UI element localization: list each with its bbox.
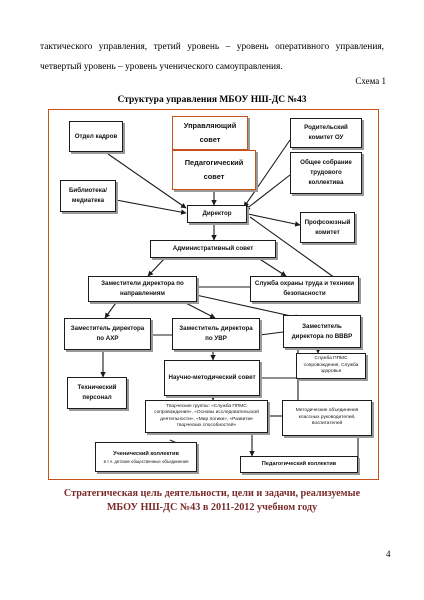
technical-staff-label: Технический персонал <box>77 384 117 401</box>
methodical-council-label: Научно-методический совет <box>168 374 256 382</box>
parents-committee-label: Родительский комитет ОУ <box>304 124 348 141</box>
node-methodical-council: Научно-методический совет <box>164 360 260 396</box>
admin-council-label: Административный совет <box>172 245 254 253</box>
intro-paragraph: тактического управления, третий уровень … <box>40 37 384 77</box>
node-managing-council: Управляющий совет <box>172 116 248 150</box>
library-label: Библиотека/ медиатека <box>68 187 107 204</box>
node-parents-committee: Родительский комитет ОУ <box>290 118 362 148</box>
node-deputy-directors: Заместители директора по направлениям <box>88 276 197 302</box>
line-admin-safety <box>257 257 287 277</box>
node-ppms-service: Служба ППМС сопровождения, Служба здоров… <box>296 353 366 379</box>
node-teachers-council: Педагогический совет <box>172 150 256 190</box>
node-personnel-dept: Отдел кадров <box>69 121 123 152</box>
node-labor-safety: Служба охраны труда и техники безопаснос… <box>250 276 359 302</box>
line-director-safety <box>249 216 343 284</box>
deputy-directors-label: Заместители директора по направлениям <box>101 280 184 297</box>
creative-groups-label: Творческие группы: «Служба ППМС сопровож… <box>154 403 259 428</box>
line-deputies-ahr <box>104 299 119 319</box>
labor-safety-label: Служба охраны труда и техники безопаснос… <box>254 280 355 297</box>
scheme-label: Схема 1 <box>355 76 386 86</box>
teachers-council-label: Педагогический совет <box>184 157 244 181</box>
deputy-ahr-label: Заместитель директора по АХР <box>70 325 145 342</box>
student-collective-note: в т.ч. детские общественные объединения <box>103 458 189 464</box>
node-general-meeting: Общее собрание трудового коллектива <box>290 152 362 194</box>
trade-union-label: Профсоюзный комитет <box>304 218 351 236</box>
line-admin-deputies <box>147 257 166 277</box>
paragraph-line-2: четвертый уровень – уровень ученического… <box>40 62 283 72</box>
line-deputies-vvvr <box>195 294 301 320</box>
line-director-union <box>247 213 301 227</box>
teaching-collective-label: Педагогический коллектив <box>261 461 337 468</box>
deputy-vvvr-label: Заместитель директора по ВВВР <box>291 322 353 340</box>
student-collective-label: Ученический коллектив <box>113 450 179 457</box>
footer-title-line-2: МБОУ НШ-ДС №43 в 2011-2012 учебном году <box>106 502 318 513</box>
node-deputy-ahr: Заместитель директора по АХР <box>64 318 151 350</box>
node-student-collective: Ученический коллектив в т.ч. детские общ… <box>95 442 197 472</box>
node-technical-staff: Технический персонал <box>67 377 127 409</box>
node-director: Директор <box>187 205 247 223</box>
director-label: Директор <box>202 210 232 218</box>
node-methodical-associations: Методические объединения классных руково… <box>282 400 372 436</box>
general-meeting-label: Общее собрание трудового коллектива <box>300 159 352 186</box>
node-deputy-vvvr: Заместитель директора по ВВВР <box>283 315 361 348</box>
footer-title: Стратегическая цель деятельности, цели и… <box>0 487 424 515</box>
line-personnel-director <box>107 153 187 209</box>
personnel-dept-label: Отдел кадров <box>74 132 118 140</box>
line-meeting-director <box>244 174 291 211</box>
node-trade-union: Профсоюзный комитет <box>300 212 355 243</box>
line-parents-director <box>243 139 291 208</box>
node-library: Библиотека/ медиатека <box>60 180 116 212</box>
managing-council-label: Управляющий совет <box>183 120 237 144</box>
chart-title: Структура управления МБОУ НШ-ДС №43 <box>117 95 307 105</box>
methodical-associations-label: Методические объединения классных руково… <box>295 408 359 427</box>
node-deputy-uvr: Заместитель директора по УВР <box>172 318 260 350</box>
paragraph-line-1: тактического управления, третий уровень … <box>40 42 384 52</box>
diagram-frame <box>48 109 379 480</box>
line-library-director <box>115 199 187 215</box>
node-teaching-collective: Педагогический коллектив <box>240 456 358 473</box>
line-uvr-vvvr <box>259 331 284 336</box>
deputy-uvr-label: Заместитель директора по УВР <box>179 325 253 342</box>
line-deputies-uvr <box>179 299 216 319</box>
footer-title-line-1: Стратегическая цель деятельности, цели и… <box>63 488 361 499</box>
page-number: 4 <box>386 549 391 559</box>
node-creative-groups: Творческие группы: «Служба ППМС сопровож… <box>145 400 268 433</box>
node-admin-council: Административный совет <box>150 240 276 258</box>
ppms-service-label: Служба ППМС сопровождения, Служба здоров… <box>303 356 359 375</box>
